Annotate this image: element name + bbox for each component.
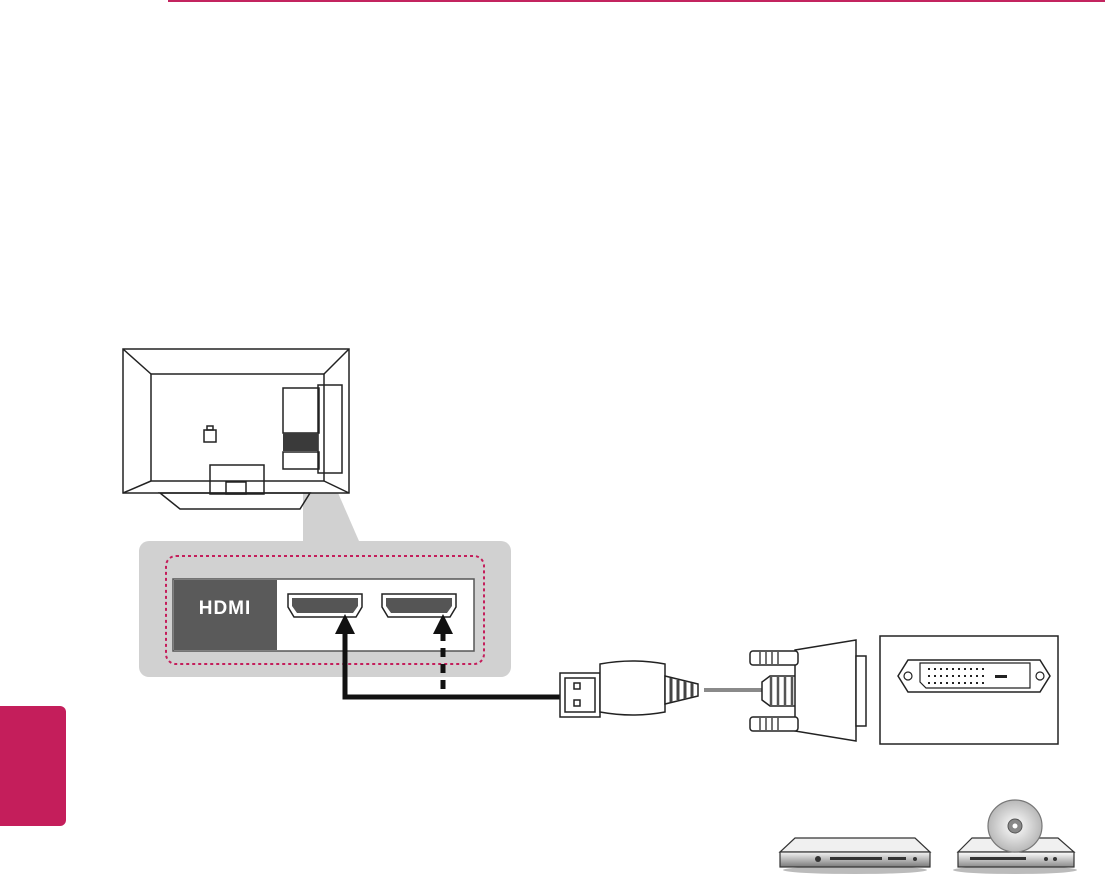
dvi-plug-icon: [750, 640, 866, 741]
dvi-connector-icon: [880, 636, 1058, 744]
hdmi-plug-icon: [560, 661, 698, 717]
set-top-box-icon: [780, 838, 930, 874]
hdmi-logo: HDMI: [199, 598, 252, 619]
dvd-player-icon: [953, 800, 1077, 874]
tv-back-outline-icon: [123, 349, 349, 509]
hdmi-port-area: [283, 433, 318, 451]
hdmi-port-2-icon: [382, 594, 456, 617]
hdmi-port-1-icon: [288, 594, 362, 617]
